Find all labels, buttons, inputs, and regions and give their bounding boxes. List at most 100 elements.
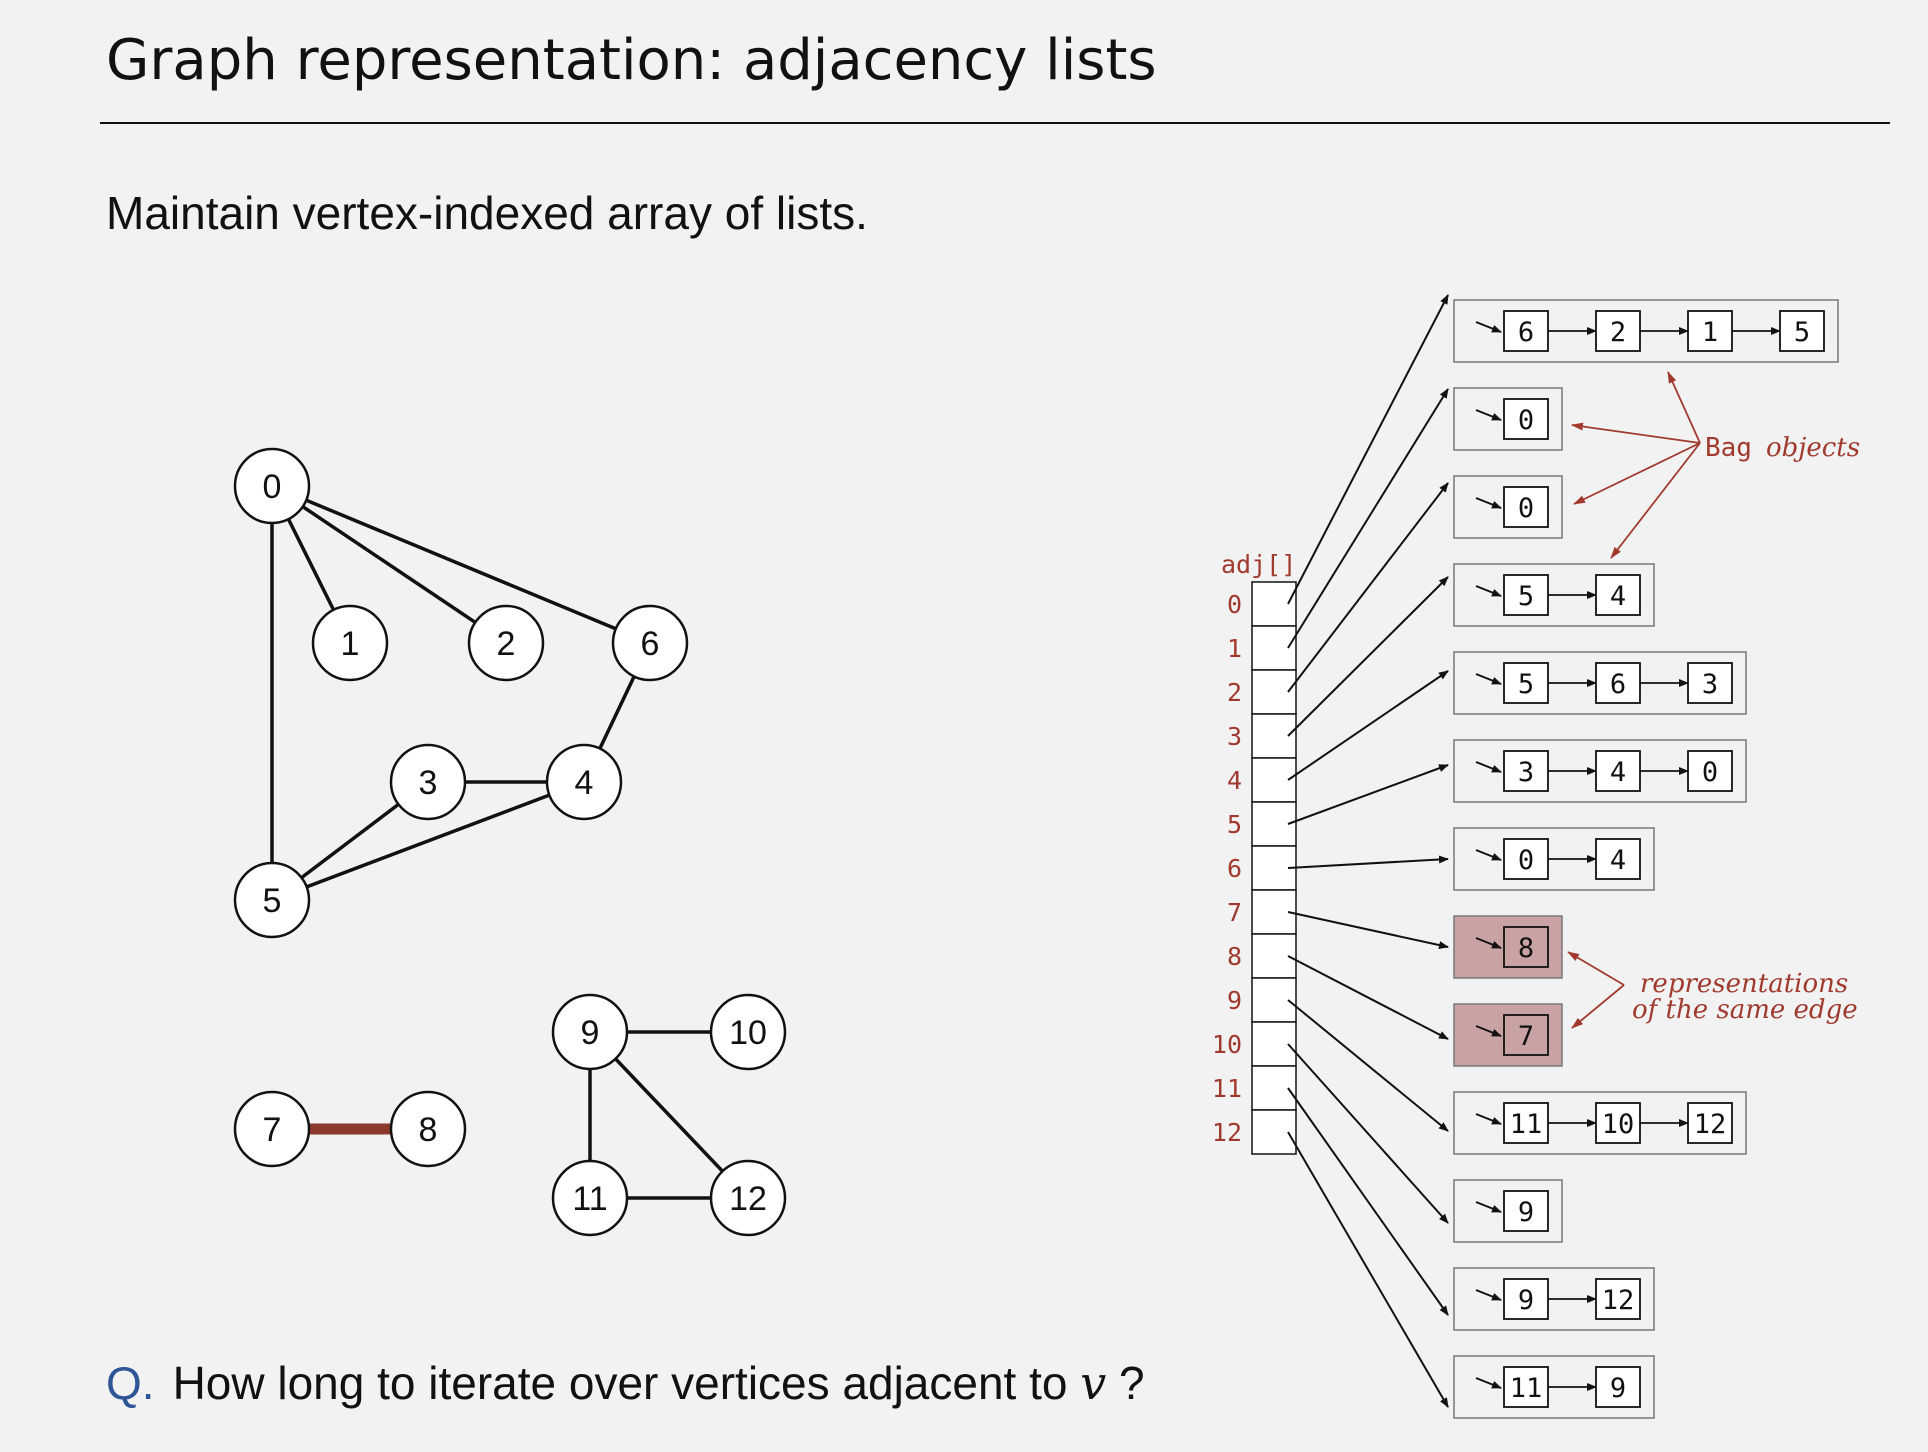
- adj-cell-12: [1251, 1109, 1297, 1155]
- adj-pointer-7: [1287, 911, 1449, 949]
- vertex-label: 8: [419, 1111, 438, 1149]
- same-edge-annotation-line1: representations: [1640, 969, 1848, 999]
- question-prefix: Q.: [106, 1357, 155, 1409]
- vertex-6: 6: [611, 604, 689, 682]
- adj-pointer-4: [1287, 670, 1449, 781]
- vertex-label: 12: [729, 1180, 767, 1218]
- vertex-label: 4: [575, 764, 594, 802]
- adj-pointer-5: [1287, 764, 1449, 825]
- title-divider: [100, 122, 1890, 124]
- list-node: 0: [1503, 398, 1549, 440]
- adj-pointer-3: [1287, 576, 1449, 737]
- vertex-10: 10: [709, 993, 787, 1071]
- vertex-1: 1: [311, 604, 389, 682]
- list-node-value: 8: [1518, 933, 1534, 964]
- vertex-2: 2: [467, 604, 545, 682]
- vertex-label: 11: [572, 1180, 607, 1218]
- graph-edges: [270, 484, 750, 1200]
- list-node-value: 4: [1610, 845, 1626, 876]
- page-title: Graph representation: adjacency lists: [106, 28, 1157, 93]
- list-node: 5: [1779, 310, 1825, 352]
- adj-array-label: adj[]: [1221, 550, 1296, 579]
- list-node: 11: [1503, 1102, 1597, 1144]
- list-node: 9: [1503, 1278, 1597, 1320]
- list-node-value: 7: [1518, 1021, 1534, 1052]
- list-node-value: 1: [1702, 317, 1718, 348]
- adj-index-7: 7: [1227, 898, 1242, 927]
- same-edge-annotation-line2: of the same edge: [1632, 995, 1858, 1025]
- list-node-value: 12: [1602, 1285, 1635, 1316]
- bag-object-8: 7: [1453, 1003, 1563, 1067]
- vertex-label: 2: [497, 625, 516, 663]
- list-node: 10: [1595, 1102, 1689, 1144]
- adj-index-9: 9: [1227, 986, 1242, 1015]
- vertex-label: 5: [263, 882, 282, 920]
- list-node: 6: [1595, 662, 1689, 704]
- list-node-value: 0: [1518, 493, 1534, 524]
- adj-pointer-11: [1287, 1087, 1449, 1316]
- adj-pointer-9: [1287, 999, 1449, 1132]
- vertex-0: 0: [233, 447, 311, 525]
- bag-object-11: 9 12: [1453, 1267, 1655, 1331]
- adj-pointer-10: [1287, 1043, 1449, 1224]
- adj-index-8: 8: [1227, 942, 1242, 971]
- list-node-value: 10: [1602, 1109, 1635, 1140]
- adj-index-0: 0: [1227, 590, 1242, 619]
- vertex-label: 6: [641, 625, 660, 663]
- adj-pointer-6: [1287, 855, 1449, 869]
- list-node-value: 12: [1694, 1109, 1727, 1140]
- list-node: 9: [1503, 1190, 1549, 1232]
- subtitle: Maintain vertex-indexed array of lists.: [106, 187, 868, 239]
- list-node: 0: [1503, 486, 1549, 528]
- adj-index-10: 10: [1212, 1030, 1242, 1059]
- bag-annotation-arrow: [1667, 371, 1701, 444]
- vertex-4: 4: [545, 743, 623, 821]
- list-node-value: 11: [1510, 1109, 1543, 1140]
- list-node: 0: [1687, 750, 1733, 792]
- bag-object-1: 0: [1453, 387, 1563, 451]
- adj-index-2: 2: [1227, 678, 1242, 707]
- vertex-3: 3: [389, 743, 467, 821]
- list-node-value: 9: [1518, 1197, 1534, 1228]
- list-node-value: 9: [1518, 1285, 1534, 1316]
- edge-0-6: [271, 484, 651, 645]
- list-node: 6: [1503, 310, 1597, 352]
- adj-index-12: 12: [1212, 1118, 1242, 1147]
- list-node-value: 5: [1794, 317, 1810, 348]
- adj-pointer-12: [1287, 1131, 1449, 1408]
- vertex-label: 3: [419, 764, 438, 802]
- adj-index-11: 11: [1212, 1074, 1242, 1103]
- adj-index-1: 1: [1227, 634, 1242, 663]
- question-text: How long to iterate over vertices adjace…: [172, 1357, 1068, 1409]
- edge-0-2: [271, 484, 507, 645]
- adj-cell-10: [1251, 1021, 1297, 1067]
- list-node: 7: [1503, 1014, 1549, 1056]
- list-node: 2: [1595, 310, 1689, 352]
- vertex-label: 9: [581, 1014, 600, 1052]
- adj-index-6: 6: [1227, 854, 1242, 883]
- list-node: 8: [1503, 926, 1549, 968]
- list-node: 4: [1595, 750, 1689, 792]
- adj-cell-2: [1251, 669, 1297, 715]
- vertex-label: 0: [263, 468, 282, 506]
- list-node-value: 4: [1610, 757, 1626, 788]
- edge-4-5: [271, 780, 585, 902]
- list-node: 9: [1595, 1366, 1641, 1408]
- bag-annotation-arrow: [1610, 442, 1701, 559]
- same-edge-annotation-arrow: [1567, 951, 1625, 986]
- vertex-12: 12: [709, 1159, 787, 1237]
- adj-cell-11: [1251, 1065, 1297, 1111]
- question: Q. How long to iterate over vertices adja…: [106, 1356, 1145, 1410]
- vertex-label: 10: [729, 1014, 767, 1052]
